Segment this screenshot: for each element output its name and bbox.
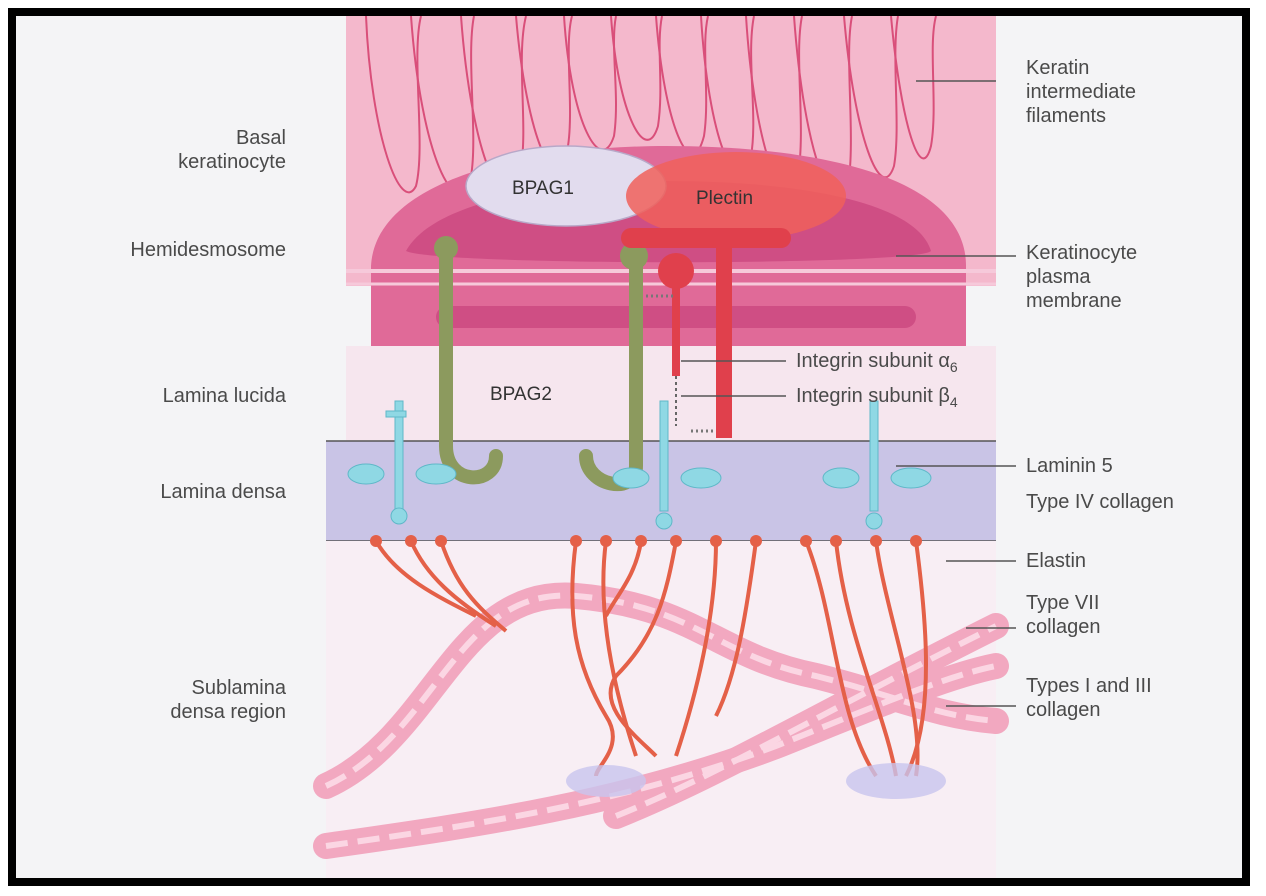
membrane-line2: plasma <box>1026 265 1137 289</box>
integrin-b4-text: Integrin subunit β <box>796 385 950 407</box>
diagram-stage: BPAG1 Plectin BPAG2 Basal keratinocyte H… <box>16 16 1242 878</box>
keratin-filaments-label: Keratin intermediate filaments <box>1026 56 1136 128</box>
integrin-alpha6-stalk <box>672 276 680 376</box>
anchoring-plaque-right <box>846 763 946 799</box>
type4-collagen-label: Type IV collagen <box>1026 490 1174 514</box>
integrin-beta4-stalk <box>716 238 732 438</box>
type7-collagen-label: Type VII collagen <box>1026 591 1101 639</box>
keratin-line1: Keratin <box>1026 56 1136 80</box>
integrin-b4-sub: 4 <box>950 394 958 410</box>
keratin-line2: intermediate <box>1026 80 1136 104</box>
sublamina-densa-label: Sublamina densa region <box>116 676 286 724</box>
diagram-frame: BPAG1 Plectin BPAG2 Basal keratinocyte H… <box>8 8 1250 886</box>
type13-collagen-label: Types I and III collagen <box>1026 674 1152 722</box>
membrane-line1: Keratinocyte <box>1026 241 1137 265</box>
bpag2-label: BPAG2 <box>486 384 556 406</box>
keratin-line3: filaments <box>1026 104 1136 128</box>
type13-line1: Types I and III <box>1026 674 1152 698</box>
integrin-a6-text: Integrin subunit α <box>796 350 950 372</box>
basal-keratinocyte-label: Basal keratinocyte <box>146 126 286 174</box>
basal-keratinocyte-line1: Basal <box>146 126 286 150</box>
hemidesmosome-label: Hemidesmosome <box>116 238 286 262</box>
lamina-densa-label: Lamina densa <box>116 480 286 504</box>
elastin-label: Elastin <box>1026 549 1086 573</box>
bpag2-head-left <box>434 236 458 260</box>
integrin-beta4-cap <box>621 228 791 248</box>
sublamina-line2: densa region <box>116 700 286 724</box>
integrin-a6-label: Integrin subunit α6 <box>796 349 958 379</box>
laminin5-label: Laminin 5 <box>1026 454 1113 478</box>
integrin-a6-sub: 6 <box>950 359 958 375</box>
membrane-line3: membrane <box>1026 289 1137 313</box>
lamina-lucida-label: Lamina lucida <box>116 384 286 408</box>
basal-keratinocyte-line2: keratinocyte <box>146 150 286 174</box>
bpag1-label: BPAG1 <box>512 178 574 200</box>
plasma-membrane-label: Keratinocyte plasma membrane <box>1026 241 1137 313</box>
type7-line1: Type VII <box>1026 591 1101 615</box>
type13-line2: collagen <box>1026 698 1152 722</box>
integrin-b4-label: Integrin subunit β4 <box>796 384 958 414</box>
plectin-label: Plectin <box>696 188 753 210</box>
type7-line2: collagen <box>1026 615 1101 639</box>
sublamina-line1: Sublamina <box>116 676 286 700</box>
anchoring-plaque-left <box>566 765 646 797</box>
